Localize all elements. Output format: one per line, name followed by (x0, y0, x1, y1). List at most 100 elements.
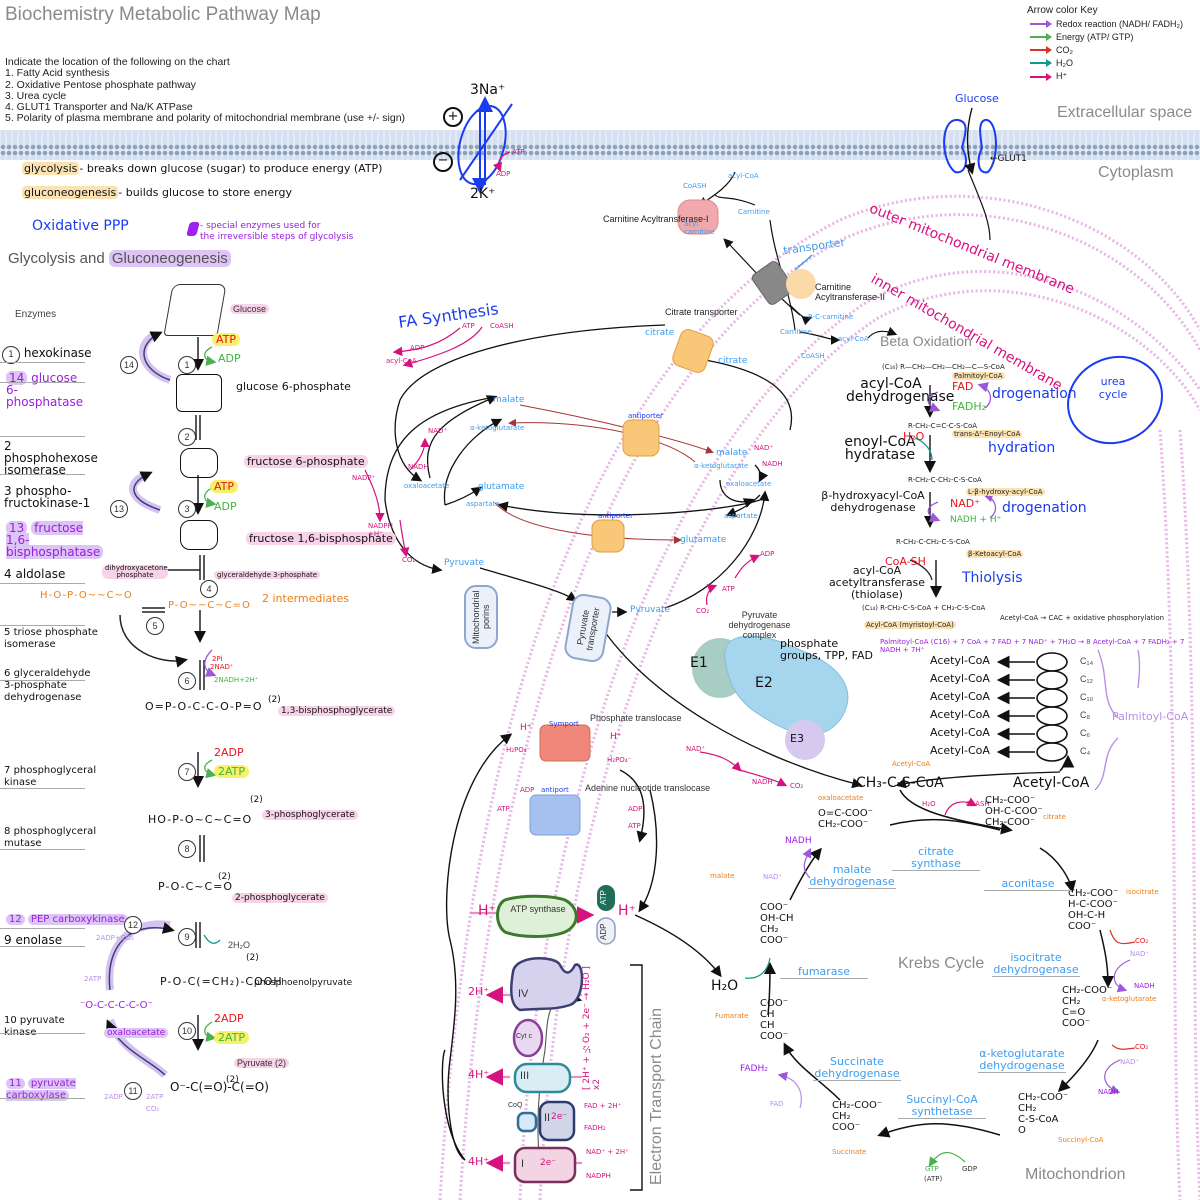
symport-label: Symport (549, 720, 579, 728)
step7-adp: 2ADP (214, 746, 244, 759)
enzyme-gapdh: 6 glyceraldehyde 3-phosphate dehydrogena… (4, 668, 99, 704)
cat2-shape (786, 269, 816, 299)
enzyme-num: 3 (4, 484, 12, 498)
mdh-nad: NAD⁺ (763, 873, 783, 881)
step-9: 9 (178, 928, 196, 946)
krebs-enzyme: citrate synthase (892, 846, 980, 871)
g3p-label: glyceraldehyde 3-phosphate (214, 571, 321, 579)
arrow-color-key: Arrow color Key Redox reaction (NADH/ FA… (1027, 5, 1183, 82)
krebs-enzyme: α-ketoglutarate dehydrogenase (978, 1047, 1066, 1073)
enzyme-name: glucose 6-phosphatase (6, 371, 84, 409)
f16bp-ring-icon (180, 520, 218, 550)
coash-inner: CoASH (801, 352, 825, 360)
enzyme-num: 13 (6, 521, 28, 535)
krebs-h2o: H₂O (922, 800, 936, 808)
red-arrow-icon (1030, 46, 1052, 54)
beta-product-struct-4: (C₁₄) R-CH₂-C-S-CoA + CH₃-C-S-CoA (862, 604, 986, 612)
step-14: 14 (120, 356, 138, 374)
scs-atp: (ATP) (924, 1175, 943, 1183)
step-6: 6 (178, 672, 196, 690)
krebs-structure: O=C-COO⁻CH₂-COO⁻ (818, 808, 873, 830)
spiral-acetyl-coa: Acetyl-CoA (930, 708, 990, 721)
pyruvate-mito: Pyruvate (630, 605, 671, 615)
spiral-acetyl-coa: Acetyl-CoA (930, 654, 990, 667)
structure-line: CH₂ (832, 1111, 851, 1122)
structure-line: C-S-CoA (1018, 1114, 1059, 1125)
acetyl-note: Acetyl-CoA → CAC + oxidative phosphoryla… (1000, 614, 1165, 622)
structure-line: CH₂-COO⁻ (1068, 888, 1119, 899)
antiporter-2-shape (591, 519, 625, 553)
pyruvate-cyto: Pyruvate (444, 558, 485, 568)
structure-line: COO⁻ (1068, 921, 1097, 932)
acylcarnitine: acyl carnitine (684, 220, 715, 236)
adenine-translocase-label: Adenine nucleotide translocase (585, 783, 711, 793)
instructions-heading: Indicate the location of the following o… (5, 56, 230, 68)
final-acetyl-coa: Acetyl-CoA (1013, 775, 1090, 791)
krebs-metabolite-name: malate (710, 872, 735, 880)
krebs-enzyme: malate dehydrogenase (808, 863, 896, 889)
complex-ii-electrons: 2e⁻ (551, 1112, 568, 1122)
key-label: Energy (ATP/ GTP) (1056, 32, 1134, 42)
minus-sign: − (433, 152, 453, 172)
pep-label: phosphoenolpyruvate (254, 978, 353, 988)
beta-type-3: drogenation (1002, 500, 1087, 516)
key-label: H₂O (1056, 58, 1073, 68)
atp-synthase-h-in: H⁺ (478, 903, 496, 919)
glycolysis-note: glycolysis- breaks down glucose (sugar) … (22, 162, 382, 175)
complex-ii-label: II (544, 1112, 551, 1124)
coq-shape (516, 1111, 538, 1133)
mito-nadh: NADH (762, 460, 783, 468)
structure-line: CH₂-COO⁻ (985, 795, 1036, 806)
page-title: Biochemistry Metabolic Pathway Map (5, 4, 321, 25)
complex-iii-label: III (520, 1070, 530, 1082)
beta-product-1: trans-Δ²-Enoyl-CoA (952, 430, 1023, 438)
pdh-e1: E1 (690, 655, 708, 671)
glucose-label: Glucose (230, 304, 270, 314)
krebs-metabolite-name: Fumarate (715, 1012, 749, 1020)
complex-i-protons: 4H⁺ (468, 1155, 490, 1168)
beta-enzyme-2: enoyl-CoA hydratase (844, 434, 916, 463)
cyt-c-shape (512, 1018, 544, 1058)
step-13: 13 (110, 500, 128, 518)
carnitine-transporter-shape (751, 261, 795, 305)
structure-line: CH₂-COO⁻ (1062, 985, 1113, 996)
spiral-carbon-count: C₄ (1080, 746, 1091, 756)
structure-line: OH-CH (760, 913, 794, 924)
palmitoyl-brace-label: Palmitoyl-CoA (1112, 710, 1189, 723)
enzyme-num: 2 (4, 439, 12, 453)
enzyme-aldolase: 4 aldolase (4, 568, 65, 580)
enzyme-num: 7 (4, 765, 11, 776)
structure-line: CH₂ (1018, 1103, 1037, 1114)
arrow-key-title: Arrow color Key (1027, 5, 1098, 16)
krebs-enzyme: Succinate dehydrogenase (813, 1055, 901, 1081)
structure-line: O=C-COO⁻ (818, 808, 873, 819)
pep-count: (2) (246, 953, 259, 963)
citrate-cyto: citrate (645, 328, 675, 338)
enzyme-name: PEP carboxykinase (27, 914, 128, 925)
atp-synthase-h-out: H⁺ (618, 903, 636, 919)
pdh-co2-top: CO₂ (696, 607, 710, 615)
spiral-carbon-count: C₈ (1080, 710, 1091, 720)
spiral-loop (1036, 724, 1068, 744)
structure-line: COO⁻ (760, 998, 789, 1009)
pump-atp: ATP (512, 148, 525, 156)
enzyme-num: 10 (4, 1015, 17, 1026)
mitochondrial-porins: Mitochondrial porins (464, 585, 498, 649)
magenta-arrow-icon (1030, 72, 1052, 81)
step1-atp: ATP (212, 333, 241, 346)
spiral-carbon-count: C₁₂ (1080, 674, 1094, 684)
enzyme-name: pyruvate kinase (4, 1015, 65, 1038)
beta-product-struct-2: R-CH₂-C-CH₂-C-S-CoA (908, 476, 982, 484)
step-5: 5 (146, 617, 164, 635)
krebs-metabolite-name: citrate (1043, 813, 1066, 821)
glucose-ring-icon (163, 284, 227, 336)
beta-equation: Palmitoyl-CoA (C16) + 7 CoA + 7 FAD + 7 … (880, 638, 1185, 654)
key-label: H⁺ (1056, 71, 1068, 81)
structure-line: CH₂ (1062, 996, 1081, 1007)
krebs-enzyme: fumarase (780, 966, 868, 979)
enzyme-pk: 10 pyruvate kinase (4, 1015, 84, 1039)
region-extracellular: Extracellular space (1057, 104, 1193, 121)
enzyme-num: 11 (6, 1078, 25, 1089)
